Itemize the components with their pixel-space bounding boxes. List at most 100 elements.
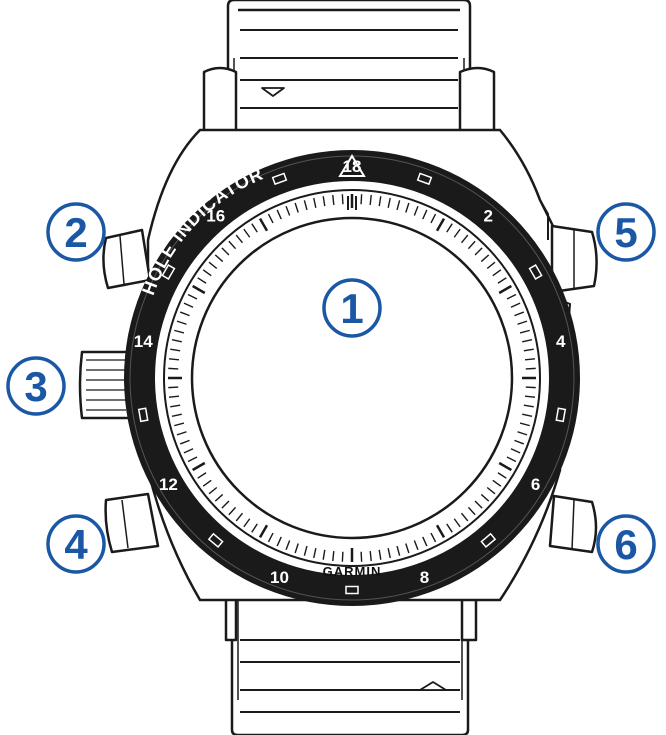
bottom-right-button[interactable]: [548, 494, 598, 554]
minute-tick: [276, 209, 282, 220]
bezel-number: 16: [206, 207, 225, 226]
minute-tick: [387, 548, 391, 559]
svg-text:3: 3: [24, 363, 47, 410]
bezel-number: 10: [270, 568, 289, 587]
bezel-number: 12: [159, 475, 178, 494]
callout-3: 3: [6, 356, 66, 416]
minute-tick: [396, 545, 401, 556]
minute-tick: [492, 269, 502, 277]
minute-tick: [514, 439, 525, 445]
left-middle-button[interactable]: [78, 350, 132, 420]
top-left-button[interactable]: [102, 228, 152, 290]
minute-tick: [221, 500, 230, 509]
minute-tick: [192, 284, 206, 295]
bezel-mark: [345, 585, 359, 595]
bezel-marks: [137, 172, 567, 595]
bezel-number: 2: [484, 207, 493, 226]
minute-tick: [453, 518, 461, 528]
minute-tick: [474, 500, 483, 509]
bezel-mark: [555, 407, 567, 423]
bezel-mark: [416, 172, 433, 186]
minute-tick: [267, 213, 274, 224]
minute-tick: [378, 549, 382, 560]
minute-tick: [514, 311, 525, 317]
minute-tick: [168, 367, 179, 370]
minute-tick: [228, 240, 237, 250]
minute-tick: [214, 254, 224, 263]
minute-tick: [369, 550, 372, 562]
bezel-mark: [137, 407, 149, 423]
minute-tick: [405, 202, 410, 213]
minute-tick: [322, 196, 326, 207]
band-arrow-bottom-icon: [419, 681, 447, 691]
svg-text:6: 6: [614, 521, 637, 568]
bezel-number: 6: [531, 475, 540, 494]
minute-tick: [486, 486, 496, 495]
minute-tick: [517, 320, 528, 325]
minute-tick: [341, 194, 344, 205]
bezel-mark: [161, 264, 176, 280]
minute-tick: [258, 524, 269, 538]
twelve-marker-icon: [347, 196, 357, 210]
bezel-triangle-icon: [338, 154, 366, 177]
minute-tick: [303, 545, 308, 556]
minute-tick: [510, 302, 521, 308]
bottom-left-button[interactable]: [104, 492, 160, 554]
minute-tick: [510, 448, 521, 454]
minute-tick: [174, 329, 185, 334]
minute-tick: [525, 386, 536, 389]
minute-tick: [170, 404, 181, 408]
minute-tick: [208, 486, 218, 495]
bezel-mark: [528, 264, 543, 280]
bezel-mark: [271, 172, 288, 186]
minute-tick: [519, 422, 530, 427]
top-right-button[interactable]: [550, 224, 598, 294]
minute-tick: [378, 196, 382, 207]
minute-tick: [369, 194, 372, 206]
minute-tick: [267, 532, 274, 543]
minute-tick: [313, 548, 317, 559]
minute-tick: [524, 395, 536, 398]
minute-tick: [522, 413, 533, 417]
brand-logo: GARMIN: [323, 564, 382, 579]
display-screen: [190, 216, 514, 540]
minute-tick: [498, 461, 512, 472]
minute-tick: [460, 512, 469, 522]
minute-tick: [498, 284, 512, 295]
minute-tick: [313, 197, 317, 208]
minute-tick: [517, 431, 528, 436]
minute-tick: [183, 302, 194, 308]
minute-tick: [187, 293, 198, 300]
minute-tick: [506, 456, 517, 463]
minute-tick: [524, 358, 536, 361]
minute-tick: [360, 551, 363, 562]
bezel-number: 14: [134, 332, 153, 351]
minute-tick: [174, 422, 185, 427]
minute-tick: [430, 532, 437, 543]
callout-1: 1: [322, 278, 382, 338]
minute-tick: [422, 536, 428, 547]
bezel-number: 18: [343, 157, 362, 176]
minute-tick: [243, 518, 251, 528]
minute-tick: [202, 479, 212, 487]
minute-tick: [221, 247, 230, 256]
minute-tick: [446, 223, 453, 233]
callout-6: 6: [596, 514, 656, 574]
minute-tick: [387, 197, 391, 208]
band-arrow-top-icon: [261, 87, 285, 97]
minute-tick: [492, 479, 502, 487]
minute-tick: [183, 448, 194, 454]
minute-tick: [506, 293, 517, 300]
minute-tick: [422, 209, 428, 220]
minute-tick: [453, 228, 461, 238]
minute-tick: [168, 358, 180, 361]
minute-tick: [341, 551, 344, 562]
minute-tick: [413, 205, 419, 216]
minute-tick: [179, 311, 190, 317]
minute-tick: [197, 472, 207, 479]
minute-tick: [405, 543, 410, 554]
minute-tick: [179, 439, 190, 445]
svg-text:1: 1: [340, 285, 363, 332]
